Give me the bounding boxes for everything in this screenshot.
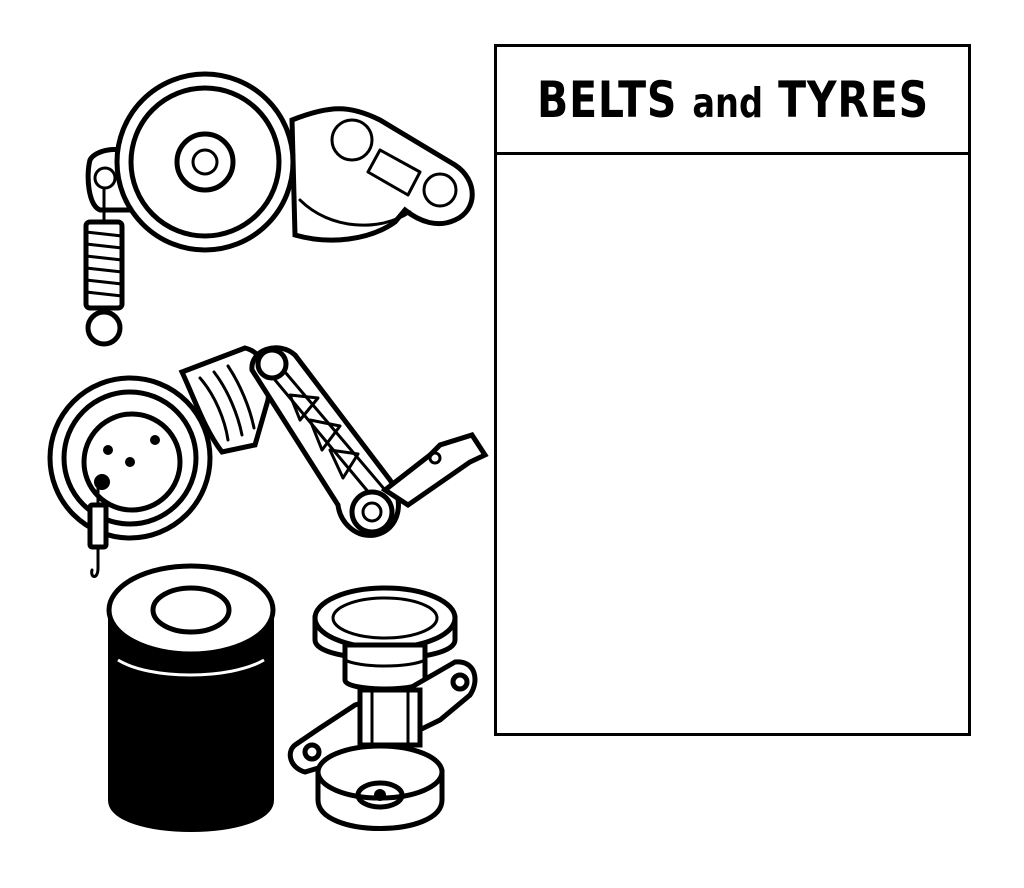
sign-title: BELTS and TYRES (537, 71, 929, 129)
belt-tensioner-icon (83, 71, 475, 347)
belts-and-tyres-sign: BELTS and TYRES (494, 44, 971, 736)
water-pump-icon (287, 585, 478, 831)
idler-pulley-icon (47, 345, 489, 578)
sign-title-and: and (691, 78, 763, 127)
sign-title-belts: BELTS (536, 70, 677, 129)
sign-body-blank-area (497, 155, 968, 733)
sign-title-tyres: TYRES (777, 70, 929, 129)
oil-filter-icon (106, 563, 276, 832)
sign-header: BELTS and TYRES (497, 47, 968, 155)
